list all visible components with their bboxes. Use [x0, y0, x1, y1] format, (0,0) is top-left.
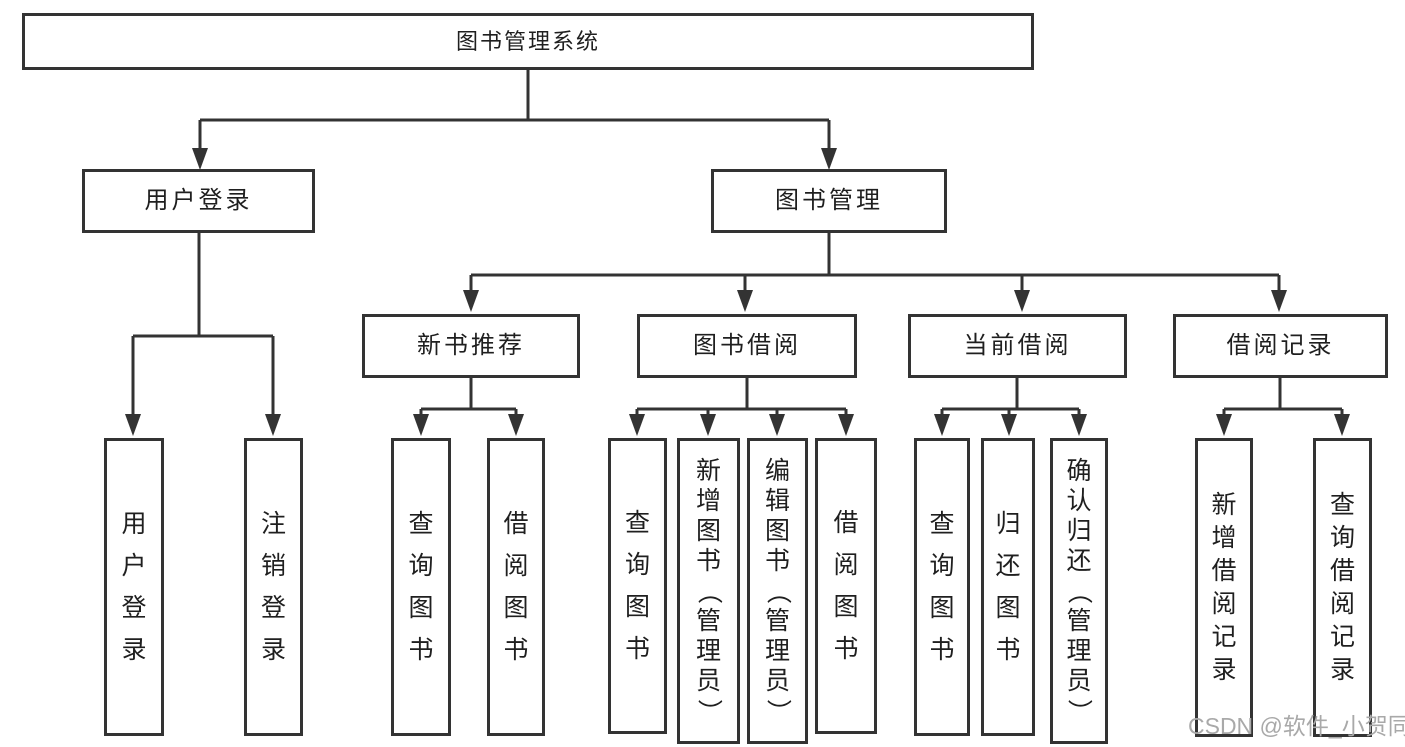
node-label: 新增借阅记录: [1211, 490, 1237, 684]
node-user-login: 用户登录: [82, 169, 315, 233]
node-label: 借阅记录: [1226, 332, 1335, 359]
node-current-borrowing: 当前借阅: [908, 314, 1127, 378]
node-label: 查询借阅记录: [1329, 490, 1355, 684]
leaf-confirm-return-admin: 确认归还（管理员）: [1050, 438, 1108, 744]
node-label: 查询图书: [624, 508, 650, 663]
node-borrow-records: 借阅记录: [1173, 314, 1388, 378]
leaf-return-book: 归还图书: [981, 438, 1035, 736]
node-label: 图书管理系统: [455, 28, 600, 54]
node-label: 当前借阅: [963, 332, 1072, 359]
node-label: 用户登录: [144, 187, 253, 214]
node-label: 新书推荐: [417, 332, 525, 359]
node-label: 查询图书: [408, 509, 434, 664]
node-book-borrowing: 图书借阅: [637, 314, 857, 378]
node-label: 编辑图书（管理员）: [763, 456, 792, 724]
leaf-add-borrow-record: 新增借阅记录: [1195, 438, 1253, 737]
node-label: 注销登录: [260, 509, 286, 664]
node-label: 图书管理: [775, 187, 883, 214]
leaf-query-borrow-record: 查询借阅记录: [1313, 438, 1372, 737]
node-label: 借阅图书: [503, 509, 529, 664]
node-label: 确认归还（管理员）: [1065, 456, 1094, 724]
leaf-logout: 注销登录: [244, 438, 303, 736]
node-library-management-system: 图书管理系统: [22, 13, 1034, 70]
leaf-query-books-recommend: 查询图书: [391, 438, 451, 736]
leaf-add-book-admin: 新增图书（管理员）: [677, 438, 740, 744]
leaf-borrow-books-recommend: 借阅图书: [487, 438, 545, 736]
node-label: 查询图书: [929, 509, 955, 664]
node-label: 图书借阅: [693, 332, 801, 359]
leaf-query-books-current: 查询图书: [914, 438, 970, 736]
leaf-borrow-books-borrowing: 借阅图书: [815, 438, 877, 734]
leaf-edit-book-admin: 编辑图书（管理员）: [747, 438, 808, 744]
node-new-book-recommendation: 新书推荐: [362, 314, 580, 378]
node-label: 用户登录: [121, 509, 147, 664]
node-label: 归还图书: [995, 509, 1021, 664]
node-label: 借阅图书: [833, 508, 859, 663]
leaf-query-books-borrowing: 查询图书: [608, 438, 667, 734]
node-book-management: 图书管理: [711, 169, 947, 233]
node-label: 新增图书（管理员）: [694, 456, 723, 724]
watermark: CSDN @软件_小贺同学: [1188, 713, 1405, 739]
leaf-user-login: 用户登录: [104, 438, 164, 736]
